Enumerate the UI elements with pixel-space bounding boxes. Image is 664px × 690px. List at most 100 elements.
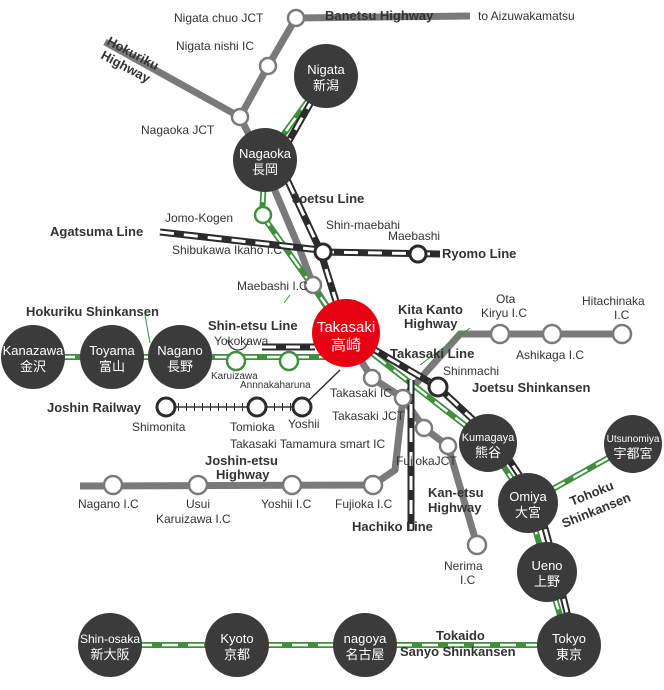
stop-karuizawa[interactable] xyxy=(225,350,247,372)
stop-yoshii[interactable] xyxy=(291,396,313,418)
stop-takasaki-jct[interactable] xyxy=(393,388,413,408)
stops-nerima-1-label: Nerima xyxy=(444,559,483,573)
stops-shibukawa-label: Shibukawa Ikaho I.C xyxy=(172,243,282,257)
label-ryomo: Ryomo Line xyxy=(442,246,516,261)
stop-yoshii-ic[interactable] xyxy=(281,474,303,496)
stop-nigata-nishi[interactable] xyxy=(258,56,278,76)
stop-shinmachi[interactable] xyxy=(427,376,449,398)
stops-fujioka-ic-label: Fujioka I.C xyxy=(335,497,393,511)
stops-tomioka-label: Tomioka xyxy=(230,420,275,434)
stop-nagaoka-jct[interactable] xyxy=(230,107,250,127)
stop-tamamura-smart-ic[interactable] xyxy=(414,418,434,438)
label-to-aizu: to Aizuwakamatsu xyxy=(478,9,575,23)
stop-fujioka-ic[interactable] xyxy=(362,474,384,496)
map-line-detail xyxy=(205,613,269,677)
stop-ota-kiryu-ic[interactable] xyxy=(489,323,511,345)
stop-maebashi[interactable] xyxy=(408,244,428,264)
map-line-detail xyxy=(333,613,397,677)
hubs-kumagaya-en-label: Kumagaya xyxy=(462,432,515,444)
hubs-utsunomiya-ja-label: 宇都宮 xyxy=(613,446,652,461)
map-line-detail xyxy=(283,294,291,304)
stop-fujioka-jct[interactable] xyxy=(438,436,458,456)
map-line-detail xyxy=(498,473,558,533)
stops-annaka-label: Annnakaharuna xyxy=(240,380,311,391)
hubs-shinosaka-en-label: Shin-osaka xyxy=(80,632,140,646)
stops-yoshii-label: Yoshii xyxy=(288,417,320,431)
hubs-tokyo-ja-label: 東京 xyxy=(556,647,582,662)
stop-tomioka[interactable] xyxy=(246,396,268,418)
label-joetsu-line: Joetsu Line xyxy=(292,191,364,206)
stop-nagano-ic[interactable] xyxy=(102,474,124,496)
stops-karuizawa-label: Karuizawa xyxy=(211,371,258,382)
stops-fujioka-jct-label: FujiokaJCT xyxy=(396,454,457,468)
hubs-nagaoka-en-label: Nagaoka xyxy=(239,146,292,161)
stop-nigata-chuo[interactable] xyxy=(286,8,306,28)
label-kitakanto-2: Highway xyxy=(404,316,458,331)
map-line-detail xyxy=(294,44,358,108)
label-joshin-railway: Joshin Railway xyxy=(47,400,142,415)
stop-maebashi-ic[interactable] xyxy=(303,275,323,295)
map-line-detail xyxy=(1,325,65,389)
hubs-nigata-ja-label: 新潟 xyxy=(313,78,339,93)
hubs-takasaki-en-label: Takasaki xyxy=(317,319,375,336)
stops-nigata-chuo-label: Nigata chuo JCT xyxy=(174,11,264,25)
label-hachiko: Hachiko Line xyxy=(352,519,433,534)
hubs-nagoya-en-label: nagoya xyxy=(344,631,387,646)
stops-nerima-2-label: I.C xyxy=(460,573,476,587)
label-agatsuma: Agatsuma Line xyxy=(50,224,143,239)
hokuriku-highway xyxy=(103,16,300,121)
stop-usui-karuizawa-ic[interactable] xyxy=(187,474,209,496)
stop-annakaharuna[interactable] xyxy=(278,350,300,372)
hubs-kumagaya-ja-label: 熊谷 xyxy=(475,445,501,460)
stop-shimonita[interactable] xyxy=(155,396,177,418)
stop-ashikaga-ic[interactable] xyxy=(541,323,563,345)
joshinetsu-highway xyxy=(79,397,407,490)
stop-hitachinaka-ic[interactable] xyxy=(611,323,633,345)
stop-labels: Nigata chuo JCT Nigata nishi IC Nagaoka … xyxy=(78,11,645,587)
hubs-nagoya-ja-label: 名古屋 xyxy=(345,647,384,662)
stops-shinmachi-label: Shinmachi xyxy=(443,364,499,378)
stops-nigata-nishi-label: Nigata nishi IC xyxy=(176,39,254,53)
stop-takasaki-ic[interactable] xyxy=(362,368,382,388)
hubs-toyama-en-label: Toyama xyxy=(89,343,135,358)
stop-shin-maebashi[interactable] xyxy=(313,242,333,262)
hubs-kyoto-en-label: Kyoto xyxy=(220,631,253,646)
label-banetsu: Banetsu Highway xyxy=(325,8,434,23)
stops-usui-1-label: Usui xyxy=(186,497,210,511)
map-line-detail xyxy=(227,339,249,351)
stops-tamamura-label: Takasaki Tamamura smart IC xyxy=(230,437,385,451)
hubs-toyama-ja-label: 富山 xyxy=(99,359,125,374)
map-line-detail xyxy=(80,325,144,389)
stops-takasaki-ic-label: Takasaki IC xyxy=(330,386,392,400)
stop-jomo-kogen[interactable] xyxy=(253,205,273,225)
label-kitakanto-1: Kita Kanto xyxy=(398,302,463,317)
map-line-detail xyxy=(159,230,321,252)
label-joshinetsu-1: Joshin-etsu xyxy=(205,453,278,468)
stop-nerima-ic[interactable] xyxy=(466,534,488,556)
stops-ota-1-label: Ota xyxy=(496,292,516,306)
stops-maebashi-label: Maebashi xyxy=(388,229,440,243)
hubs-nigata-en-label: Nigata xyxy=(307,62,345,77)
hubs-nagaoka-ja-label: 長岡 xyxy=(252,162,278,177)
stops-nagano-ic-label: Nagano I.C xyxy=(78,497,139,511)
map-line-detail xyxy=(419,327,471,366)
map-line-detail xyxy=(517,542,577,602)
map-line-detail xyxy=(148,325,212,389)
label-joshinetsu-2: Highway xyxy=(216,467,270,482)
hubs-nagano-en-label: Nagano xyxy=(157,343,203,358)
